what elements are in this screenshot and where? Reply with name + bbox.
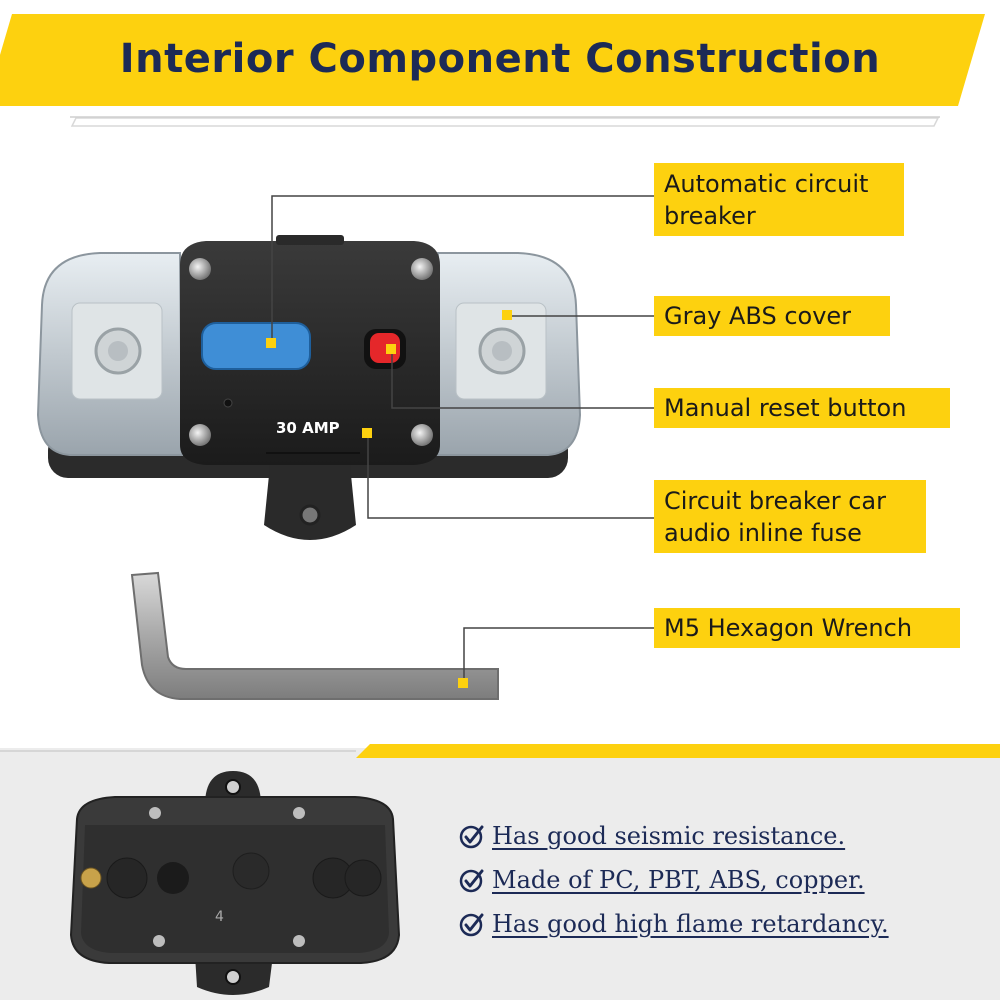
amp-rating-label: 30 AMP [276, 419, 340, 437]
callout-manual-reset-button: Manual reset button [654, 388, 950, 428]
header-banner [0, 14, 985, 127]
callout-automatic-circuit-breaker: Automatic circuit breaker [654, 163, 904, 236]
callout-leader-lines [266, 195, 654, 688]
callout-line: Automatic circuit [664, 170, 869, 198]
callout-line: Circuit breaker car [664, 487, 886, 515]
page-title: Interior Component Construction [119, 36, 881, 82]
feature-item: Has good high flame retardancy. [458, 910, 889, 938]
feature-item: Made of PC, PBT, ABS, copper. [458, 866, 865, 894]
feature-item: Has good seismic resistance. [458, 822, 845, 850]
bottom-accent-stripe [0, 744, 1000, 758]
breaker-underside-illustration: 4 [69, 771, 401, 995]
check-circle-icon [459, 913, 484, 937]
callout-line: Gray ABS cover [664, 302, 852, 330]
callout-line: M5 Hexagon Wrench [664, 614, 913, 642]
callout-line: audio inline fuse [664, 519, 862, 547]
callout-inline-fuse: Circuit breaker car audio inline fuse [654, 480, 926, 553]
feature-text: Has good high flame retardancy. [492, 910, 889, 938]
callout-line: Manual reset button [664, 394, 907, 422]
circuit-breaker-illustration: 30 AMP [36, 235, 582, 540]
feature-text: Has good seismic resistance. [492, 822, 846, 850]
callout-line: breaker [664, 202, 756, 230]
callout-gray-abs-cover: Gray ABS cover [654, 296, 890, 336]
callout-hex-wrench: M5 Hexagon Wrench [654, 608, 960, 648]
check-circle-icon [459, 869, 484, 893]
check-circle-icon [459, 825, 484, 849]
feature-text: Made of PC, PBT, ABS, copper. [492, 866, 865, 894]
underside-mark: 4 [215, 909, 224, 925]
